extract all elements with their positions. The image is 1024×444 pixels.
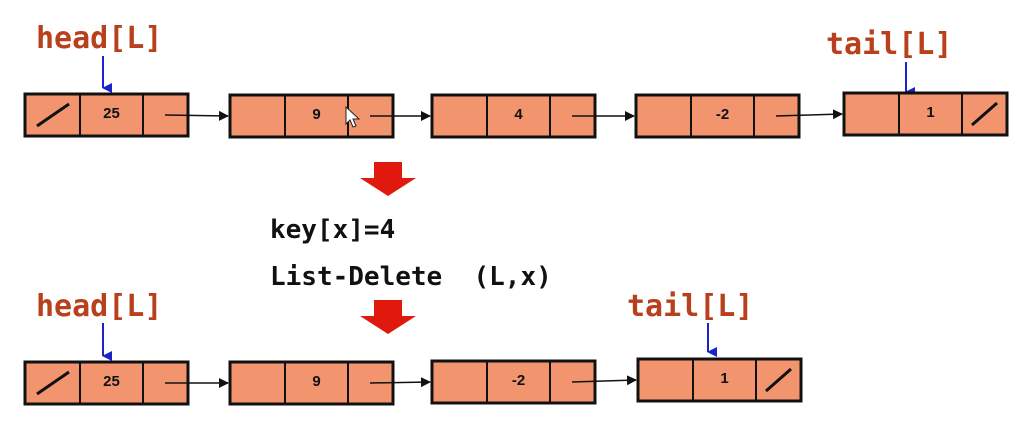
top-list-node: 1: [842, 91, 1009, 137]
top-list-node-key: 4: [514, 106, 523, 123]
top-list-next-pointer: [164, 110, 229, 121]
bottom-list-node: -2: [430, 359, 597, 405]
top-list-nil-slash: [971, 101, 998, 127]
down-arrow-icon: [360, 300, 416, 334]
top-head-label: head[L]: [36, 21, 162, 56]
bottom-list-node: 9: [228, 360, 395, 406]
bottom-head-label: head[L]: [36, 289, 162, 324]
top-list-node-key: 25: [103, 105, 120, 122]
bottom-list-node-key: 1: [720, 370, 728, 387]
down-arrow-icon: [360, 162, 416, 196]
top-list-node-key: -2: [716, 106, 729, 123]
bottom-list-nil-slash: [765, 367, 792, 393]
bottom-list-node: 25: [23, 360, 190, 406]
bottom-linked-list: 25 9 -2 1: [23, 357, 803, 406]
bottom-list-nil-slash: [36, 370, 70, 396]
top-tail-label: tail[L]: [826, 27, 952, 62]
top-list-node: 9: [228, 93, 395, 139]
bottom-list-node: 1: [636, 357, 803, 403]
top-list-node: -2: [634, 93, 801, 139]
bottom-list-next-pointer: [369, 377, 431, 388]
operation-key-line: key[x]=4: [270, 215, 395, 245]
top-list-node: 4: [430, 93, 597, 139]
top-linked-list: 25 9 4 -2 1: [23, 91, 1009, 139]
bottom-list-node-key: 9: [312, 373, 320, 390]
bottom-list-node-key: -2: [512, 372, 525, 389]
top-list-nil-slash: [36, 102, 70, 128]
bottom-list-next-pointer: [571, 375, 637, 386]
operation-delete-line: List-Delete (L,x): [270, 262, 552, 292]
top-list-node: 25: [23, 92, 190, 138]
bottom-tail-label: tail[L]: [627, 289, 753, 324]
top-list-next-pointer: [775, 109, 843, 120]
top-list-node-key: 1: [926, 104, 934, 121]
top-list-node-key: 9: [312, 106, 320, 123]
cursor-arrow-icon: [345, 105, 361, 128]
bottom-list-node-key: 25: [103, 373, 120, 390]
